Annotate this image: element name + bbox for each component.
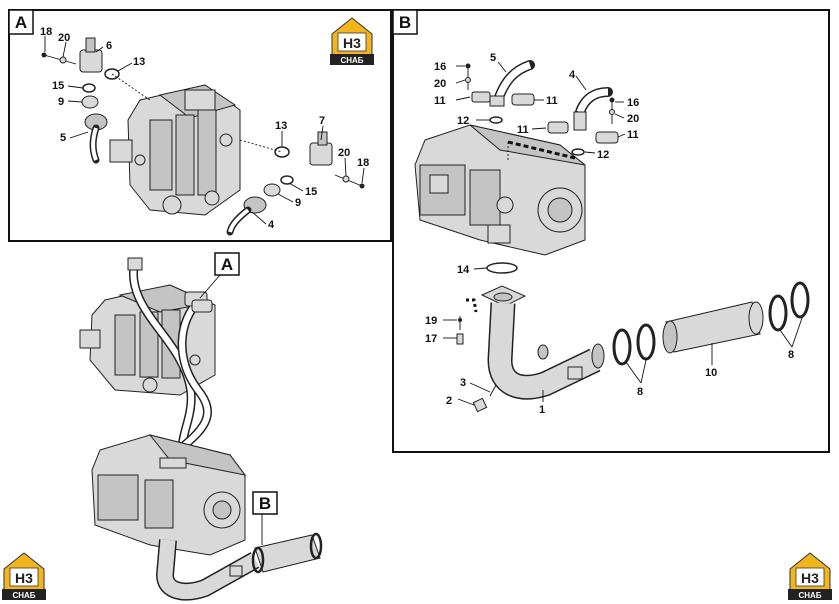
- overview-callout-b-box: [252, 491, 278, 515]
- logo-mark-bl: H3: [15, 570, 33, 586]
- port-parts-upper-left: [41, 37, 151, 164]
- logo-text: CHAБ: [340, 56, 363, 65]
- callout-b-12-a: 12: [457, 115, 469, 127]
- overview-hose: [254, 534, 321, 573]
- callout-b-12-b: 12: [597, 149, 609, 161]
- callout-a-4: 4: [268, 219, 275, 231]
- callout-a-18: 18: [40, 26, 52, 38]
- callout-b-14: 14: [457, 264, 470, 276]
- logo-bottom-right: H3 CHAБ: [787, 552, 833, 601]
- panel-b-letter: B: [399, 13, 411, 32]
- callout-b-20: 20: [434, 78, 446, 90]
- callout-b-5: 5: [490, 52, 496, 64]
- callout-b-20-right: 20: [627, 113, 639, 125]
- clamp-11-d: [595, 131, 619, 144]
- hose-clamp-8-d: [790, 281, 810, 319]
- callout-b-16-right: 16: [627, 97, 639, 109]
- overview-callout-a: A: [221, 255, 233, 274]
- o-ring-13: [104, 68, 120, 80]
- callout-a-5: 5: [60, 132, 66, 144]
- callout-b-17: 17: [425, 333, 437, 345]
- callout-b-8-left: 8: [637, 386, 643, 398]
- clamp-11-c: [547, 121, 569, 134]
- control-valve-block: [109, 84, 241, 216]
- o-ring-12-b: [571, 148, 585, 156]
- logo-panel-a: H3 CHAБ: [329, 17, 375, 66]
- flange-7: [309, 142, 333, 166]
- panel-a-label-box: [8, 9, 34, 35]
- panel-a-callouts: 18 20 6 13 15 9 5 13 7 20 18 15 9 4: [40, 26, 369, 231]
- fitting-9: [81, 95, 99, 109]
- callout-a-20: 20: [58, 32, 70, 44]
- hose-clamp-8-b: [636, 323, 656, 361]
- logo-text-bl: CHAБ: [12, 591, 35, 600]
- callout-a-20-right: 20: [338, 147, 350, 159]
- o-ring-13-right: [274, 146, 290, 158]
- callout-a-9-right: 9: [295, 197, 301, 209]
- callout-b-11-d: 11: [627, 129, 639, 141]
- suction-pipe-assembly: [456, 262, 605, 413]
- overview-suction-pipe: [157, 539, 259, 599]
- flange-6: [79, 49, 103, 73]
- hydraulic-pump: [414, 124, 586, 256]
- callout-b-11-a: 11: [434, 95, 446, 107]
- overview-pump: [91, 434, 247, 556]
- clamps-and-hose: [612, 281, 810, 366]
- callout-a-15: 15: [52, 80, 64, 92]
- overview-callout-a-box: [214, 252, 240, 276]
- callout-b-11-b: 11: [546, 95, 558, 107]
- logo-mark-br: H3: [801, 570, 819, 586]
- callout-b-4: 4: [569, 69, 576, 81]
- upper-fittings: [465, 60, 619, 160]
- clamp-11-a: [471, 91, 491, 103]
- hose-10: [665, 301, 761, 353]
- panel-b: B: [392, 9, 830, 453]
- callout-b-19: 19: [425, 315, 437, 327]
- callout-b-1: 1: [539, 404, 545, 416]
- suction-pipe-1: [488, 302, 600, 399]
- panel-b-label-box: [392, 9, 418, 35]
- callout-a-13: 13: [133, 56, 145, 68]
- callout-a-7: 7: [319, 115, 325, 127]
- fitting-9-right: [263, 183, 281, 197]
- callout-a-18-right: 18: [357, 157, 369, 169]
- hose-clamp-8-a: [612, 328, 632, 366]
- overview-assembly: A B: [79, 252, 323, 601]
- callout-a-6: 6: [106, 40, 112, 52]
- callout-a-13-right: 13: [275, 120, 287, 132]
- callout-b-3: 3: [460, 377, 466, 389]
- o-ring-12-a: [489, 116, 503, 124]
- panel-a-letter: A: [15, 13, 27, 32]
- callout-a-9: 9: [58, 96, 64, 108]
- drain-plug-2: [472, 397, 488, 413]
- o-ring-14: [486, 262, 518, 274]
- callout-b-10: 10: [705, 367, 717, 379]
- callout-b-11-c: 11: [517, 124, 529, 136]
- o-ring-15: [82, 83, 96, 93]
- logo-mark: H3: [343, 35, 361, 51]
- clamp-11-b: [511, 93, 535, 106]
- panel-a-frame: [8, 9, 392, 242]
- overview-callout-b: B: [259, 494, 271, 513]
- logo-bottom-left: H3 CHAБ: [1, 552, 47, 601]
- logo-text-br: CHAБ: [798, 591, 821, 600]
- callout-b-8-right: 8: [788, 349, 794, 361]
- callout-a-15-right: 15: [305, 186, 317, 198]
- port-parts-right: [226, 131, 365, 236]
- callout-b-16: 16: [434, 61, 446, 73]
- panel-b-frame: [392, 9, 830, 453]
- panel-a: A: [8, 9, 392, 242]
- callout-b-2: 2: [446, 395, 452, 407]
- o-ring-15-right: [280, 175, 294, 185]
- pipe-boss: [567, 366, 583, 380]
- hose-clamp-8-c: [768, 294, 788, 332]
- panel-b-callouts: 5 16 20 11 11 4 16 20 11 12 11 12 14 19 …: [425, 52, 803, 416]
